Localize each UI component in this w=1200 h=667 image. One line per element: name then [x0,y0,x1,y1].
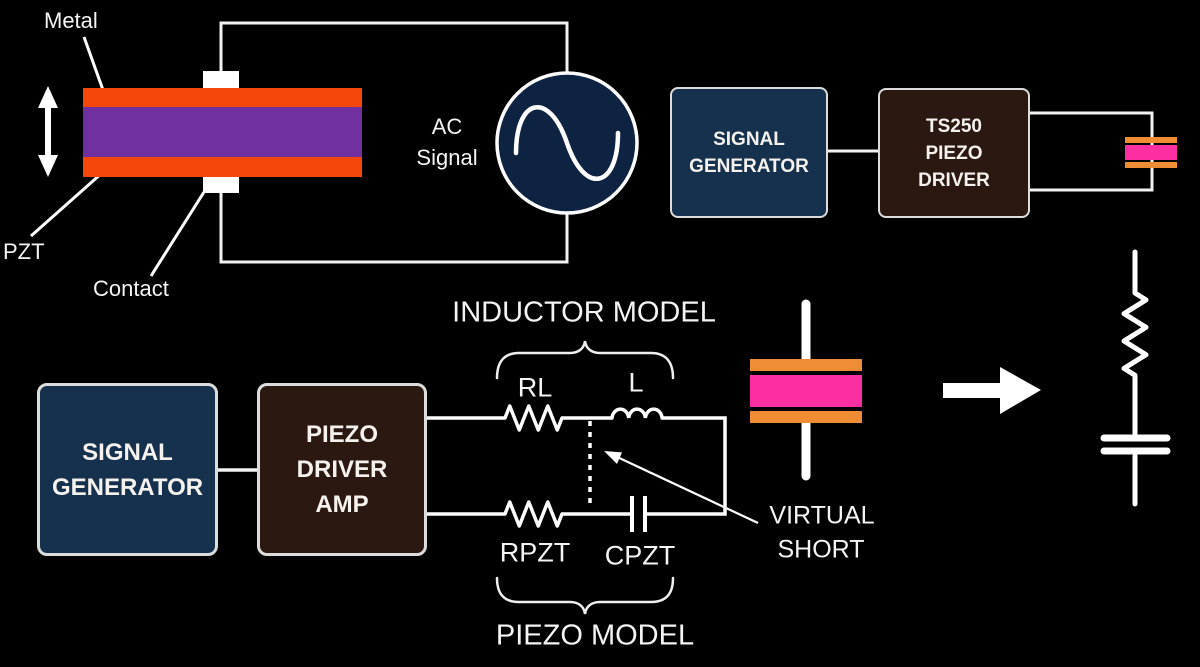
signal-generator-bottom-line2: GENERATOR [51,473,204,501]
ac-label-line2: Signal [416,145,478,170]
metal-layer-bottom [83,157,362,177]
amp-line1: PIEZO [305,421,378,448]
l-inductor-symbol [610,407,664,420]
pzt-label: PZT [3,239,45,264]
signal-generator-top-line2: GENERATOR [689,155,809,177]
small-piezo-body [1125,145,1177,160]
contact-leader-line [149,191,206,277]
amp-line3: AMP [315,491,369,518]
rl-resistor-symbol [427,404,612,432]
equivalent-arrow-icon [943,367,1041,414]
equivalent-resistor-symbol [1121,249,1149,437]
metal-leader-line [82,36,105,91]
amp-line2: DRIVER [296,456,388,483]
equivalent-rc-circuit [1100,249,1171,507]
rl-label: RL [517,372,553,403]
equivalent-capacitor-symbol [1100,434,1171,455]
piezo-model-brace [495,576,675,615]
small-piezo-electrode-bottom [1125,162,1177,168]
pzt-layer [83,107,362,157]
virtual-short-arrow [604,451,759,524]
sine-wave-icon [513,105,621,181]
inductor-model-brace [495,340,675,380]
rpzt-resistor-symbol [427,500,632,528]
contact-label: Contact [93,276,169,301]
ac-label-line1: AC [431,114,463,139]
ts250-line2: PIEZO [925,142,983,164]
ts250-piezo-driver-box: TS250 PIEZO DRIVER [878,88,1030,218]
small-piezo-electrode-top [1125,137,1177,143]
piezo-driver-amp-box: PIEZO DRIVER AMP [257,383,427,556]
l-label: L [628,367,644,398]
cpzt-capacitor-symbol [630,496,647,532]
contact-pad-top [203,71,239,88]
metal-label: Metal [44,8,98,33]
piezo-model-label: PIEZO MODEL [495,619,695,652]
piezo-element-electrode-top [750,359,862,371]
signal-generator-top-line1: SIGNAL [713,128,785,150]
piezo-element-electrode-bottom [750,411,862,423]
piezo-element-body [750,375,862,407]
ts250-line1: TS250 [926,115,982,137]
inductor-model-label: INDUCTOR MODEL [452,296,716,329]
virtual-short-label-line2: SHORT [777,535,865,564]
vibration-arrow-icon [38,86,58,177]
cpzt-label: CPZT [604,540,676,571]
circuit-right-wire [646,416,727,516]
metal-layer-top [83,88,362,107]
ts250-line3: DRIVER [918,169,990,191]
signal-generator-bottom-line1: SIGNAL [82,438,173,466]
rpzt-label: RPZT [499,537,571,568]
contact-pad-bottom [203,177,239,193]
signal-generator-box-bottom: SIGNAL GENERATOR [37,383,218,556]
signal-generator-box-top: SIGNAL GENERATOR [670,87,828,218]
virtual-short-label-line1: VIRTUAL [769,501,875,530]
